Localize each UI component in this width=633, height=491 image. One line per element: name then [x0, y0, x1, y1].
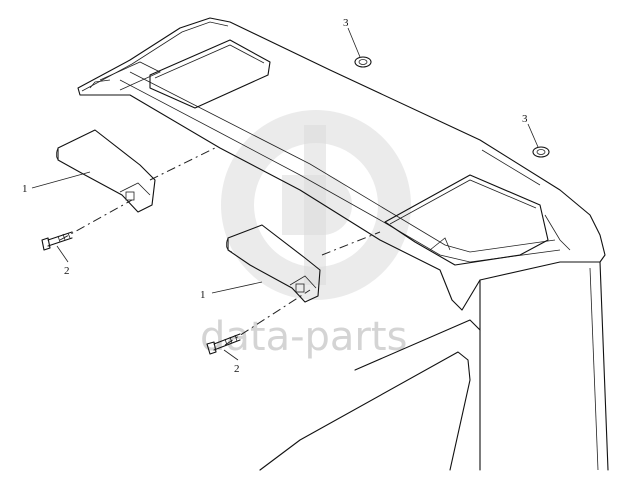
label-2-center: 2 — [234, 363, 240, 375]
label-2-left: 2 — [64, 265, 70, 277]
label-1-center: 1 — [200, 289, 206, 301]
washer-right — [532, 146, 550, 158]
grab-handle-center — [225, 224, 321, 303]
grab-handle-left — [55, 129, 156, 213]
bolt-center — [206, 333, 241, 355]
roof-panel — [77, 17, 606, 311]
washer-top — [354, 56, 372, 68]
cab-body — [259, 149, 609, 471]
watermark-logo — [221, 110, 411, 300]
label-3-top: 3 — [343, 17, 349, 29]
assembly-lines — [59, 147, 381, 346]
watermark-text: data-parts — [200, 314, 407, 360]
bolt-left — [41, 231, 73, 251]
leader-lines — [31, 27, 539, 361]
label-3-right: 3 — [522, 113, 528, 125]
label-1-left: 1 — [22, 183, 28, 195]
